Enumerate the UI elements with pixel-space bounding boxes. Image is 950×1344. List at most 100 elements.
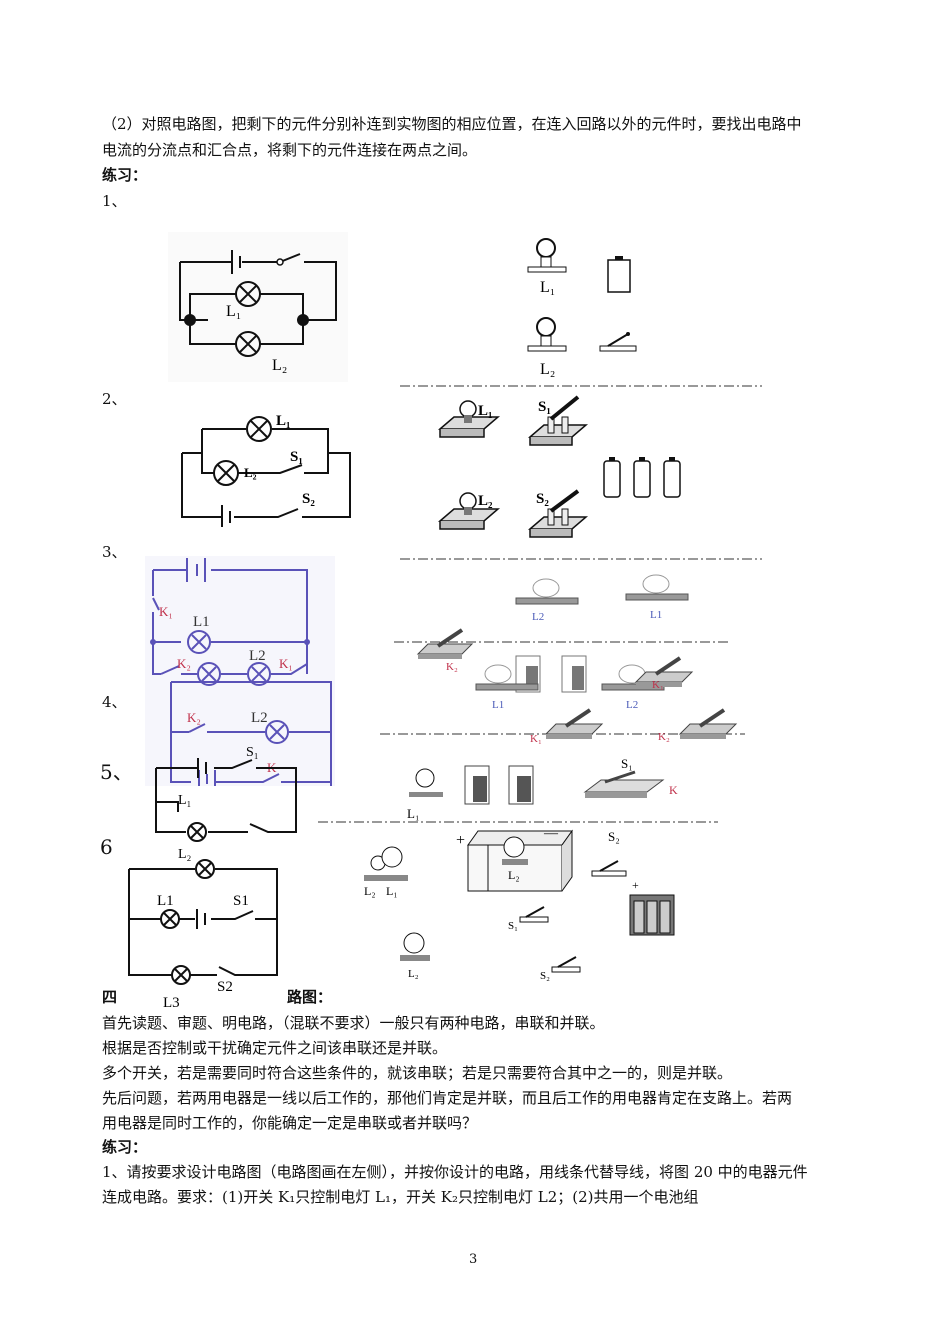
label-s1: S₁ <box>508 920 518 932</box>
page-number: 3 <box>469 1252 478 1267</box>
label-l2: L₂ <box>364 884 376 898</box>
q1-circuit-diagram: L₁ L₂ <box>168 232 348 382</box>
label-s2: S₂ <box>302 491 315 507</box>
label-s1: S1 <box>233 893 249 909</box>
paragraph-line: 首先读题、审题、明电路，（混联不要求）一般只有两种电路，串联和并联。 <box>102 1014 605 1032</box>
label-l2: L₂ <box>408 968 419 980</box>
bulb-on-base-icon <box>364 846 408 881</box>
label-l1: L1 <box>492 699 504 711</box>
knife-switch-icon <box>678 708 738 739</box>
label-l1: L₁ <box>540 279 555 296</box>
label-l3: L3 <box>163 995 180 1011</box>
switch-icon <box>551 956 581 973</box>
switch-icon <box>599 332 637 352</box>
label-s2: S2 <box>217 979 233 995</box>
knife-switch-icon <box>527 489 589 538</box>
label-l2: L₂ <box>540 361 555 378</box>
knife-switch-icon <box>544 708 604 739</box>
q5-circuit-diagram: S₁ L₁ L₂ <box>155 745 297 862</box>
q2-components: L₁ S₁ L₂ S₂ <box>437 395 681 538</box>
dash-dot-divider <box>400 385 762 387</box>
knife-switch-icon <box>527 395 589 446</box>
paragraph-line: 电流的分流点和汇合点，将剩下的元件连接在两点之间。 <box>102 141 478 159</box>
bulb-on-base-icon <box>625 574 689 601</box>
label-k1: K₁ <box>159 604 173 619</box>
label-minus: — <box>543 826 559 841</box>
paragraph-line: 根据是否控制或干扰确定元件之间该串联还是并联。 <box>102 1039 448 1057</box>
question-number: 1、 <box>102 192 127 210</box>
q6-circuit-diagram: L1 S1 S2 L3 <box>128 859 278 1011</box>
label-k1: K₁ <box>530 733 542 745</box>
switch-icon <box>591 860 627 877</box>
label-s1: S₁ <box>246 745 259 760</box>
battery-icon <box>464 765 534 805</box>
label-l1: L₁ <box>226 303 241 320</box>
question-number: 4、 <box>102 693 127 711</box>
dash-dot-divider <box>318 821 718 823</box>
label-l1: L₁ <box>386 884 398 898</box>
label-l1: L1 <box>650 609 662 621</box>
practice-heading: 练习： <box>102 166 148 184</box>
paragraph-line: 用电器是同时工作的，你能确定一定是串联或者并联吗？ <box>102 1114 478 1132</box>
label-l1: L₁ <box>276 413 291 429</box>
knife-switch-icon <box>583 770 665 798</box>
question-number: 6 <box>100 835 113 859</box>
label-l1: L₁ <box>178 793 191 808</box>
label-l1: L₁ <box>478 403 493 419</box>
paragraph-line: 连成电路。要求：(1)开关 K₁只控制电灯 L₁，开关 K₂只控制电灯 L2；(… <box>102 1188 699 1206</box>
battery-box-icon <box>467 829 573 892</box>
knife-switch-icon <box>416 628 474 659</box>
battery-pack-icon <box>629 894 675 936</box>
paragraph-line: （2）对照电路图，把剩下的元件分别补连到实物图的相应位置，在连入回路以外的元件时… <box>102 115 802 133</box>
bulb-on-base-icon <box>475 664 539 691</box>
label-k2: K₂ <box>658 731 670 743</box>
section-heading-end: 路图： <box>287 988 333 1006</box>
switch-icon <box>519 906 549 923</box>
label-s1: S₁ <box>538 399 551 415</box>
q3-q4-circuit-diagram: K₁ L1 K₂ L2 K₁ K₂ L2 K <box>145 556 335 786</box>
paragraph-line: 1、请按要求设计电路图（电路图画在左侧），并按你设计的电路，用线条代替导线，将图… <box>102 1163 808 1181</box>
label-s2: S₂ <box>608 829 620 844</box>
label-k1: K₁ <box>652 679 664 691</box>
question-number: 5、 <box>100 760 133 784</box>
label-k2: K₂ <box>446 661 458 673</box>
label-l2: L₂ <box>478 493 493 509</box>
bulb-icon <box>527 317 567 352</box>
label-s2: S₂ <box>536 491 549 507</box>
label-s1: S₁ <box>290 449 303 465</box>
paragraph-line: 多个开关，若是需要同时符合这些条件的，就该串联；若是只需要符合其中之一的，则是并… <box>102 1064 733 1082</box>
label-plus: + <box>632 878 639 892</box>
question-number: 2、 <box>102 390 127 408</box>
label-plus: + <box>456 832 465 849</box>
knife-switch-icon <box>634 656 694 687</box>
label-l2: L2 <box>249 648 266 664</box>
label-l2: L₂ <box>272 357 287 374</box>
bulb-icon <box>527 238 567 273</box>
label-l2: L₂ <box>508 868 520 882</box>
question-number: 3、 <box>102 543 127 561</box>
label-k2: K₂ <box>187 710 201 725</box>
bulb-on-base-icon <box>437 492 501 530</box>
label-l2: L₂ <box>178 847 192 862</box>
label-k1: K₁ <box>279 656 293 671</box>
label-l1: L1 <box>193 614 210 630</box>
q6-components: L₂ L₁ + — L₂ S₂ + S₁ L₂ S₂ <box>364 826 675 982</box>
paragraph-line: 先后问题，若两用电器是一线以后工作的，那他们肯定是并联，而且后工作的用电器肯定在… <box>102 1089 793 1107</box>
label-k: K <box>669 783 678 797</box>
q3-q4-components: L2 L1 K₂ L1 L2 K₁ K₁ K₂ <box>380 574 745 745</box>
label-l2: L2 <box>251 710 268 726</box>
bulb-on-base-icon <box>502 836 528 865</box>
section-heading-start: 四 <box>102 988 118 1006</box>
bulb-on-base-icon <box>515 578 579 605</box>
battery-icon <box>603 457 681 498</box>
label-l1: L1 <box>157 893 174 909</box>
bulb-on-base-icon <box>409 768 443 797</box>
label-l1: L₁ <box>407 806 419 821</box>
bulb-on-base-icon <box>437 400 501 438</box>
practice-heading: 练习： <box>102 1138 148 1156</box>
label-l2: L2 <box>532 611 544 623</box>
q2-circuit-diagram: L₁ L₂ S₁ S₂ <box>181 413 351 527</box>
label-l2: L2 <box>626 699 638 711</box>
label-k2: K₂ <box>177 656 191 671</box>
label-l2: L₂ <box>244 465 257 480</box>
